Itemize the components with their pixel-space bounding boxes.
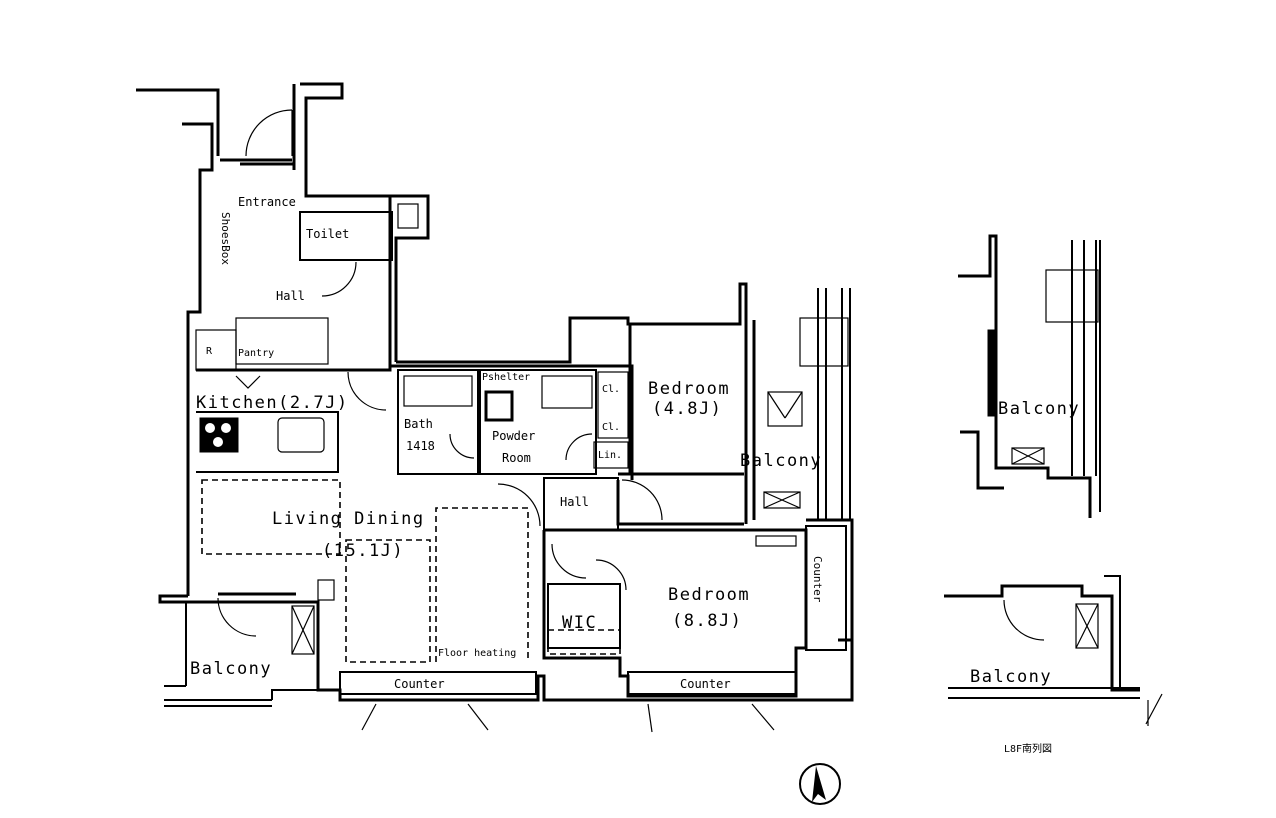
label-balcony-bottom-left: Balcony [190, 659, 272, 679]
label-kitchen: Kitchen(2.7J) [196, 393, 349, 413]
label-floor-heating: Floor heating [438, 648, 516, 659]
label-entrance: Entrance [238, 195, 296, 209]
label-linen: Lin. [598, 450, 622, 461]
inset-balcony-bottom [944, 575, 1163, 726]
label-balcony-right: Balcony [740, 451, 822, 471]
label-bedroom2: Bedroom [668, 585, 750, 605]
label-living-dining-size: (15.1J) [322, 541, 404, 561]
room-labels: Entrance ShoesBox Toilet Hall Pantry R K… [190, 195, 1080, 755]
label-powder-shelf: Pshelter [482, 372, 530, 383]
label-bath-size: 1418 [406, 439, 435, 453]
label-bedroom1: Bedroom [648, 379, 730, 399]
label-living-dining: Living Dining [272, 509, 425, 529]
label-counter-vertical: Counter [811, 556, 824, 603]
label-r: R [206, 346, 213, 357]
label-wic: WIC [562, 613, 597, 633]
label-bedroom2-size: (8.8J) [672, 611, 742, 631]
label-counter-living: Counter [394, 677, 445, 691]
label-pantry: Pantry [238, 348, 274, 359]
label-balcony-inset-bottom: Balcony [970, 667, 1052, 687]
door-arcs [217, 109, 775, 733]
main-plan-walls [136, 82, 854, 707]
label-shoes-box: ShoesBox [219, 212, 232, 265]
label-toilet: Toilet [306, 227, 349, 241]
label-closet1: Cl. [602, 384, 620, 395]
label-powder-room-2: Room [502, 451, 531, 465]
inset-caption: L8F南列図 [1004, 742, 1052, 755]
label-hall-center: Hall [560, 495, 589, 509]
label-powder-room-1: Powder [492, 429, 535, 443]
label-hall-top: Hall [276, 289, 305, 303]
label-bedroom1-size: (4.8J) [652, 399, 722, 419]
north-compass: N [799, 763, 841, 805]
label-washer: W [494, 402, 501, 413]
label-counter-bedroom: Counter [680, 677, 731, 691]
label-balcony-inset-top: Balcony [998, 399, 1080, 419]
inset-balcony-top [958, 234, 1101, 518]
floor-heating-outline [201, 479, 621, 663]
label-closet2: Cl. [602, 422, 620, 433]
label-bath: Bath [404, 417, 433, 431]
